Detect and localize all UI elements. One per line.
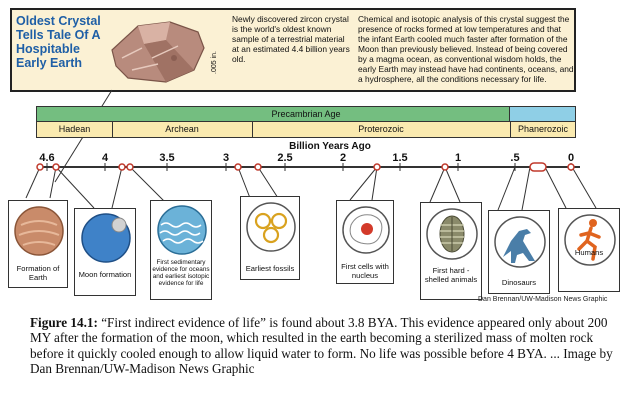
event-label: Moon formation (78, 270, 132, 279)
event-first-cells-with-nucleus: First cells with nucleus (336, 200, 394, 284)
event-label: First sedimentary evidence for oceans an… (152, 259, 210, 287)
event-label: First cells with nucleus (341, 262, 389, 280)
event-label: Dinosaurs (501, 278, 537, 287)
event-formation-of-earth: Formation of Earth (8, 200, 68, 288)
earth-icon (14, 206, 64, 256)
crystal-description: Newly discovered zircon crystal is the w… (232, 14, 350, 64)
tick-label: .5 (510, 152, 520, 164)
human-runner-icon (564, 214, 616, 266)
timeline-axis (25, 162, 597, 211)
event-first-sedimentary-evidence: First sedimentary evidence for oceans an… (150, 200, 212, 300)
fossil-cells-icon (246, 202, 296, 252)
header-title: Oldest Crystal Tells Tale Of A Hospitabl… (16, 14, 101, 70)
event-moon-formation: Moon formation (74, 208, 136, 296)
event-label: Formation of Earth (16, 264, 60, 282)
event-dinosaurs: Dinosaurs (488, 210, 550, 294)
event-earliest-fossils: Earliest fossils (240, 196, 300, 280)
tick-label: 2.5 (277, 152, 293, 164)
ocean-icon (157, 205, 207, 255)
nucleus-cell-icon (342, 206, 390, 254)
eon-divider (112, 122, 113, 137)
tick-label: 1 (454, 152, 462, 164)
eon-band: Hadean Archean Proterozoic Phanerozoic (36, 122, 576, 138)
tick-label: 3.5 (159, 152, 175, 164)
event-humans: Humans (558, 208, 620, 292)
caption-label: Figure 14.1: (30, 315, 98, 330)
tick-label: 1.5 (392, 152, 408, 164)
event-label: First hard - shelled animals (424, 266, 478, 284)
eon-hadean: Hadean (58, 124, 91, 134)
analysis-description: Chemical and isotopic analysis of this c… (358, 14, 574, 84)
eon-divider (510, 122, 511, 137)
eon-archean: Archean (165, 124, 199, 134)
figure-caption: Figure 14.1: “First indirect evidence of… (30, 315, 625, 377)
precambrian-band: Precambrian Age (36, 106, 576, 122)
eon-proterozoic: Proterozoic (358, 124, 404, 134)
event-label: Humans (574, 248, 604, 257)
eon-divider (252, 122, 253, 137)
event-first-hard-shelled-animals: First hard - shelled animals (420, 202, 482, 300)
tick-label: 4.6 (39, 152, 55, 164)
event-label: Earliest fossils (245, 264, 295, 273)
zircon-crystal-image (111, 21, 205, 83)
moon-icon (81, 213, 131, 263)
eon-phanerozoic: Phanerozoic (517, 124, 569, 134)
axis-title: Billion Years Ago (289, 141, 371, 152)
tick-label: 3 (222, 152, 230, 164)
tick-label: 4 (101, 152, 109, 164)
header-box: Oldest Crystal Tells Tale Of A Hospitabl… (10, 8, 576, 92)
phanerozoic-band-top (509, 106, 576, 122)
image-credit: Dan Brennan/UW-Madison News Graphic (478, 296, 608, 303)
trilobite-icon (426, 208, 478, 260)
caption-text: “First indirect evidence of life” is fou… (30, 315, 613, 377)
dinosaur-icon (494, 216, 546, 268)
tick-label: 0 (567, 152, 575, 164)
tick-label: 2 (339, 152, 347, 164)
